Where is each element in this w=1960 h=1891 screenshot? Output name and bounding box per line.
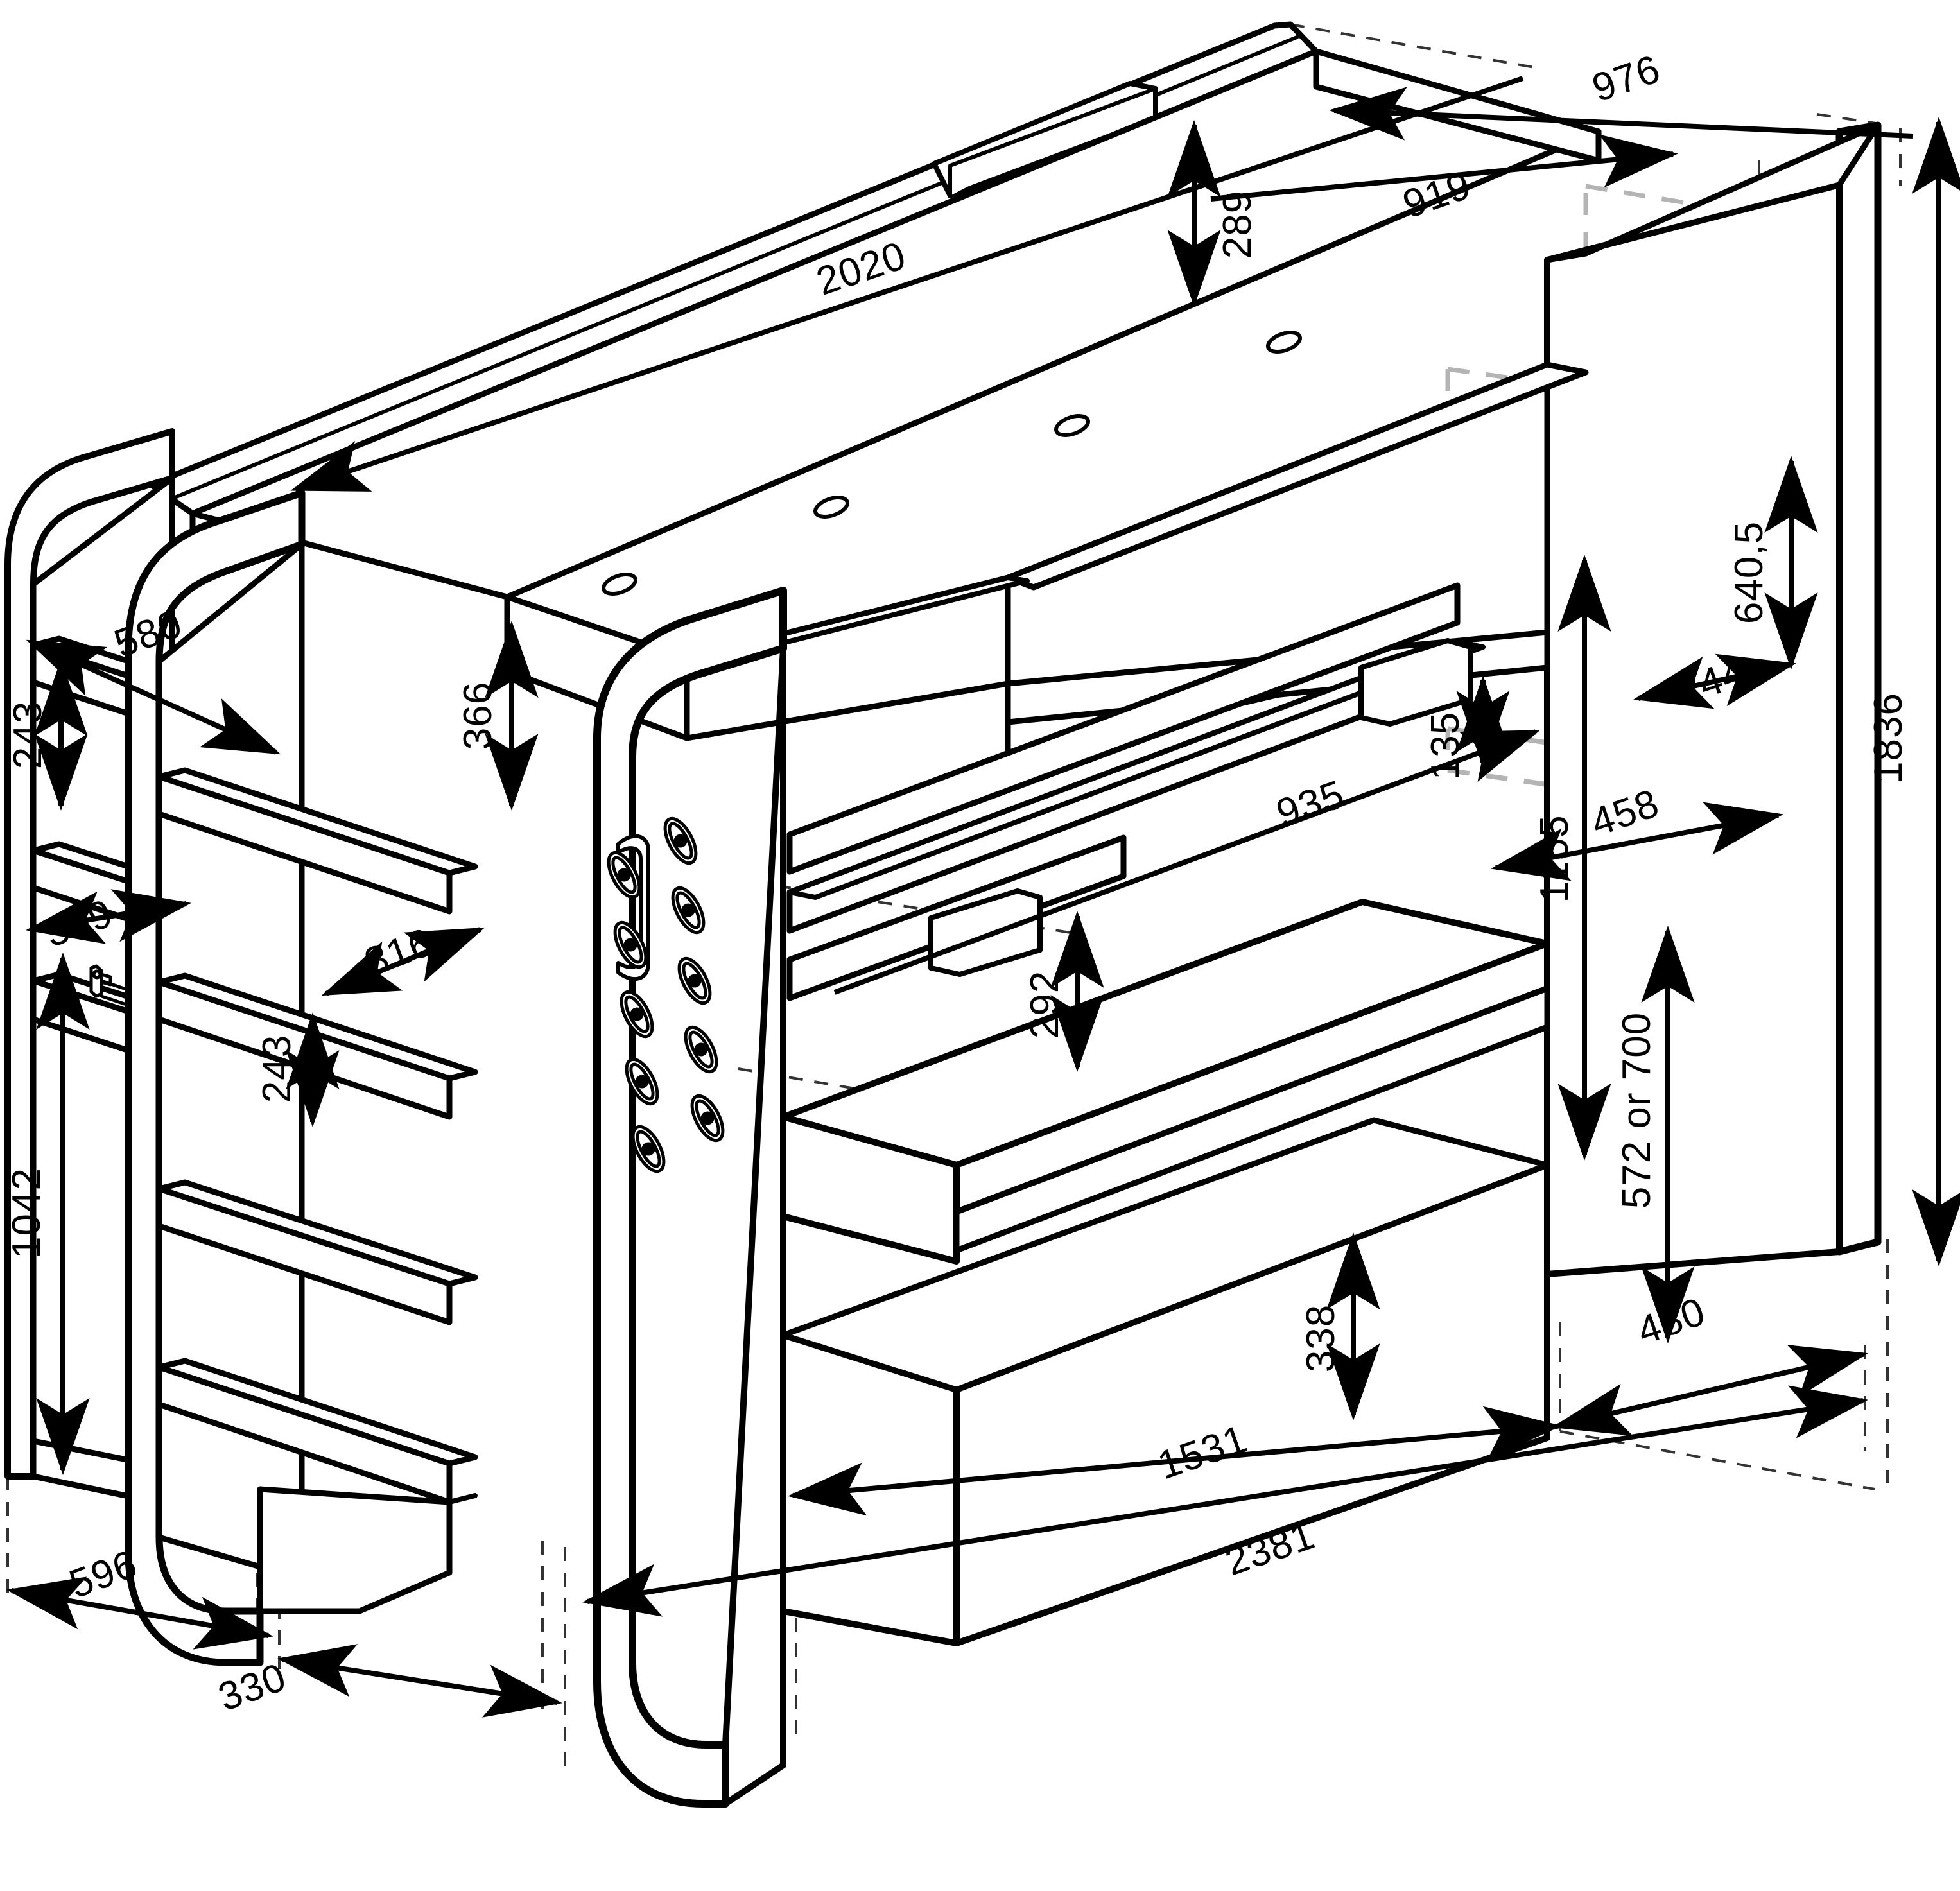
right-end-panel-outer xyxy=(1835,121,1882,1256)
slat-support-long-top xyxy=(787,639,1486,900)
cam-fitting-icons xyxy=(607,816,725,1173)
dim-label-1155: 1155 xyxy=(1532,815,1577,902)
right-end-panel-top-edge xyxy=(1544,122,1881,263)
deck-screw-holes xyxy=(602,331,1302,596)
dim-2020-line xyxy=(290,76,1524,492)
mid-module-plinth-edge xyxy=(447,1493,478,1505)
dim-2381-line xyxy=(582,1385,1868,1617)
dim-919-line xyxy=(1210,134,1678,202)
dim-label-366: 366 xyxy=(456,682,500,750)
dim-label-243-left: 243 xyxy=(6,701,50,769)
dim-label-640-5: 640,5 xyxy=(1727,521,1771,624)
drawer-front-top xyxy=(780,1117,1550,1393)
dim-label-292: 292 xyxy=(1023,971,1067,1039)
dim-244-line xyxy=(1633,653,1796,709)
mattress-base-front xyxy=(780,1114,960,1265)
deck-headboard-top xyxy=(1005,361,1589,591)
dim-label-135: 135 xyxy=(1423,712,1468,780)
mid-shelf-3-top xyxy=(156,1179,478,1287)
dim-label-1042: 1042 xyxy=(4,1168,49,1259)
dim-935-line xyxy=(833,729,1541,995)
dim-label-289: 289 xyxy=(1215,191,1260,259)
dim-596-line xyxy=(6,1576,273,1650)
front-end-panel xyxy=(593,587,787,1808)
dim-458-line xyxy=(1491,802,1783,881)
slat-support-2 xyxy=(786,582,1461,875)
dimension-arrows-group xyxy=(6,76,1960,1718)
dim-label-1836: 1836 xyxy=(1866,693,1911,784)
right-end-panel-face xyxy=(1544,182,1843,1277)
furniture-outline-group xyxy=(4,21,1882,1808)
rail-bracket-edge xyxy=(948,87,1158,198)
mid-shelf-1-top xyxy=(156,767,478,876)
dim-label-572-700: 572 or 700 xyxy=(1615,1012,1659,1209)
dim-976-line xyxy=(1329,87,1914,141)
dim-label-243-mid: 243 xyxy=(255,1035,299,1103)
lower-side-rail xyxy=(953,985,1550,1254)
dim-330-line xyxy=(277,1644,562,1718)
dim-label-338: 338 xyxy=(1299,1304,1343,1372)
mid-shelf-4-top xyxy=(156,1358,478,1467)
support-bracket-mid xyxy=(928,888,1043,977)
dim-316-line xyxy=(321,927,485,996)
dim-309-line xyxy=(26,889,191,944)
